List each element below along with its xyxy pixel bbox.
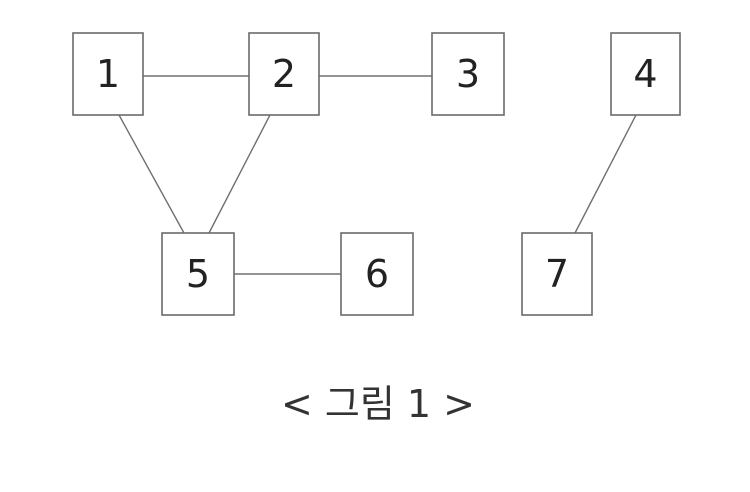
node-label-4: 4 <box>633 52 657 96</box>
node-box-6 <box>340 232 414 316</box>
node-1: 1 <box>72 32 144 116</box>
node-box-5 <box>161 232 235 316</box>
node-box-3 <box>431 32 505 116</box>
node-label-3: 3 <box>456 52 480 96</box>
node-box-7 <box>521 232 593 316</box>
edges-layer <box>118 75 637 275</box>
nodes-layer: 1 2 3 4 5 6 7 <box>72 32 681 316</box>
node-7: 7 <box>521 232 593 316</box>
edge-4-7 <box>574 114 637 234</box>
node-label-2: 2 <box>272 52 296 96</box>
node-label-6: 6 <box>365 252 389 296</box>
edge-2-5 <box>208 114 271 234</box>
node-label-1: 1 <box>96 52 120 96</box>
node-label-5: 5 <box>186 252 210 296</box>
node-4: 4 <box>610 32 681 116</box>
node-2: 2 <box>248 32 320 116</box>
node-box-1 <box>72 32 144 116</box>
node-3: 3 <box>431 32 505 116</box>
node-6: 6 <box>340 232 414 316</box>
figure-caption: < 그림 1 > <box>281 382 475 426</box>
node-5: 5 <box>161 232 235 316</box>
edge-1-5 <box>118 114 185 234</box>
node-label-7: 7 <box>545 252 569 296</box>
node-box-2 <box>248 32 320 116</box>
node-box-4 <box>610 32 681 116</box>
